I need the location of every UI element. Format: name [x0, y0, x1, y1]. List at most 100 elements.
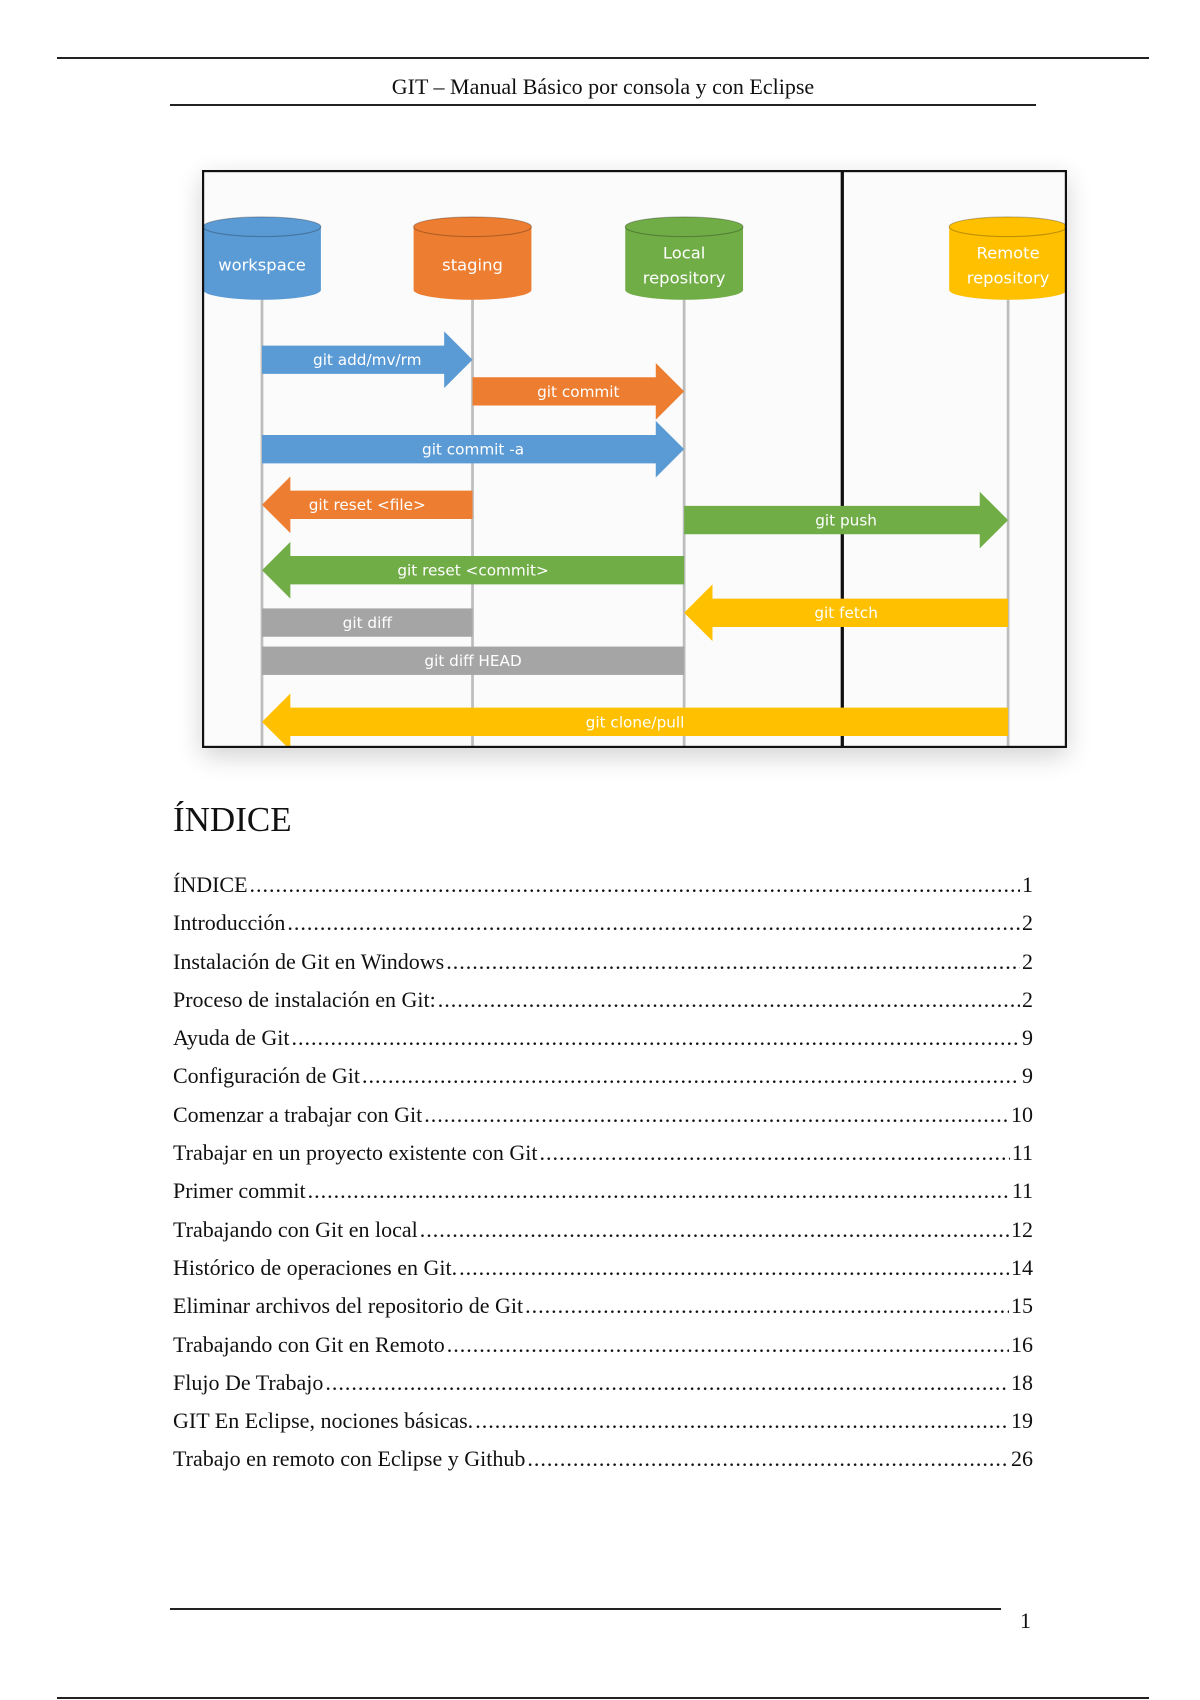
toc-entry[interactable]: Comenzar a trabajar con Git10	[173, 1102, 1033, 1140]
cylinder-top	[948, 216, 1067, 238]
toc-entry[interactable]: Instalación de Git en Windows2	[173, 949, 1033, 987]
toc-entry-page: 15	[1011, 1293, 1033, 1319]
header-rule	[170, 104, 1036, 106]
command-label: git add/mv/rm	[313, 351, 421, 369]
bar-shape	[261, 608, 473, 637]
toc-entry-page: 18	[1011, 1369, 1033, 1395]
toc-entry-label: GIT En Eclipse, nociones básicas.	[173, 1408, 474, 1434]
toc-leader-dots	[325, 1370, 1009, 1396]
command-arrow: git commit	[472, 363, 685, 420]
command-arrow: git clone/pull	[261, 693, 1009, 748]
top-border	[57, 57, 1149, 59]
toc-entry-label: Instalación de Git en Windows	[173, 948, 445, 974]
toc-entry[interactable]: Flujo De Trabajo18	[173, 1370, 1033, 1408]
cylinder-body	[413, 226, 532, 300]
page-header-title: GIT – Manual Básico por consola y con Ec…	[391, 74, 815, 99]
toc-entry[interactable]: Trabajando con Git en local12	[173, 1217, 1033, 1255]
toc-leader-dots	[525, 1293, 1009, 1319]
toc-leader-dots	[459, 1255, 1009, 1281]
toc-leader-dots	[424, 1102, 1009, 1128]
toc-entry-label: Histórico de operaciones en Git.	[173, 1254, 458, 1280]
toc-entry-page: 19	[1011, 1408, 1033, 1434]
toc-entry-label: Eliminar archivos del repositorio de Git	[173, 1293, 524, 1319]
index-heading: ÍNDICE	[173, 800, 292, 839]
toc-leader-dots	[308, 1178, 1010, 1204]
command-label: git reset <commit>	[397, 562, 548, 580]
toc-leader-dots	[447, 1332, 1009, 1358]
toc-entry-label: Primer commit	[173, 1178, 306, 1204]
toc-entry-label: Trabajando con Git en Remoto	[173, 1331, 445, 1357]
cylinder-workspace: workspace	[202, 216, 322, 300]
toc-entry-page: 1	[1022, 872, 1033, 897]
toc-entry[interactable]: Introducción2	[173, 910, 1033, 948]
toc-entry[interactable]: ÍNDICE 1	[173, 872, 1033, 910]
arrow-shape	[261, 541, 685, 599]
toc-leader-dots	[527, 1446, 1009, 1472]
toc-entry-label: Ayuda de Git	[173, 1025, 290, 1051]
toc-leader-dots	[420, 1217, 1009, 1243]
toc-entry-page: 11	[1011, 1178, 1033, 1204]
arrow-shape	[684, 584, 1009, 642]
cylinder-local: Local repository	[624, 216, 744, 300]
node-label: repository	[643, 268, 726, 287]
command-bar: git diff	[261, 608, 473, 637]
arrow-shape	[472, 363, 685, 420]
toc-entry-label: Comenzar a trabajar con Git	[173, 1101, 423, 1127]
toc-entry-label: Proceso de instalación en Git:	[173, 986, 436, 1012]
bar-shape	[261, 646, 685, 675]
toc-leader-dots	[446, 949, 1020, 975]
node-label: staging	[442, 255, 503, 274]
toc-entry-label: Trabajo en remoto con Eclipse y Github	[173, 1446, 526, 1472]
toc-entry-page: 2	[1022, 986, 1033, 1012]
toc-leader-dots	[292, 1025, 1020, 1051]
toc-entry[interactable]: Trabajo en remoto con Eclipse y Github26	[173, 1446, 1033, 1484]
toc-entry-page: 16	[1011, 1331, 1033, 1357]
cylinder-body	[949, 226, 1067, 300]
toc-entry[interactable]: Trabajando con Git en Remoto 16	[173, 1332, 1033, 1370]
toc-entry[interactable]: Primer commit 11	[173, 1178, 1033, 1216]
toc-entry-page: 9	[1022, 1025, 1033, 1051]
toc-entry-page: 12	[1011, 1216, 1033, 1242]
cylinder-staging: staging	[413, 216, 532, 300]
command-label: git diff HEAD	[424, 652, 521, 670]
command-arrow: git add/mv/rm	[261, 331, 473, 389]
toc-entry[interactable]: Proceso de instalación en Git: 2	[173, 987, 1033, 1025]
toc-entry[interactable]: Trabajar en un proyecto existente con Gi…	[173, 1140, 1033, 1178]
toc-leader-dots	[438, 987, 1020, 1013]
toc-entry-page: 11	[1011, 1140, 1033, 1166]
toc-entry-label: Configuración de Git	[173, 1063, 360, 1089]
cylinder-body	[203, 226, 321, 300]
command-label: git fetch	[814, 604, 878, 622]
node-label: Local	[663, 243, 705, 262]
command-label: git clone/pull	[586, 713, 685, 731]
table-of-contents: ÍNDICE1Introducción2Instalación de Git e…	[173, 872, 1033, 1485]
arrow-shape	[261, 476, 473, 534]
arrow-shape	[261, 420, 685, 478]
toc-entry[interactable]: GIT En Eclipse, nociones básicas. 19	[173, 1408, 1033, 1446]
command-arrow: git fetch	[684, 584, 1009, 642]
toc-entry[interactable]: Eliminar archivos del repositorio de Git…	[173, 1293, 1033, 1331]
arrow-shape	[261, 693, 1009, 748]
toc-entry-label: ÍNDICE	[173, 872, 248, 897]
command-arrow: git push	[684, 491, 1009, 549]
command-label: git reset <file>	[309, 496, 426, 514]
toc-leader-dots	[362, 1063, 1020, 1089]
command-bar: git diff HEAD	[261, 646, 685, 675]
node-label: repository	[967, 268, 1050, 287]
page-number: 1	[1020, 1608, 1031, 1633]
toc-entry[interactable]: Ayuda de Git 9	[173, 1025, 1033, 1063]
cylinder-top	[202, 216, 322, 238]
arrow-shape	[261, 331, 473, 389]
command-label: git diff	[343, 614, 393, 632]
bottom-border	[57, 1697, 1149, 1699]
toc-entry-page: 14	[1011, 1254, 1033, 1280]
toc-leader-dots	[540, 1140, 1010, 1166]
command-label: git push	[815, 512, 877, 530]
command-arrow: git reset <file>	[261, 476, 473, 534]
toc-entry[interactable]: Configuración de Git9	[173, 1063, 1033, 1101]
toc-entry[interactable]: Histórico de operaciones en Git. 14	[173, 1255, 1033, 1293]
node-label: workspace	[218, 255, 306, 274]
toc-entry-label: Introducción	[173, 910, 286, 936]
